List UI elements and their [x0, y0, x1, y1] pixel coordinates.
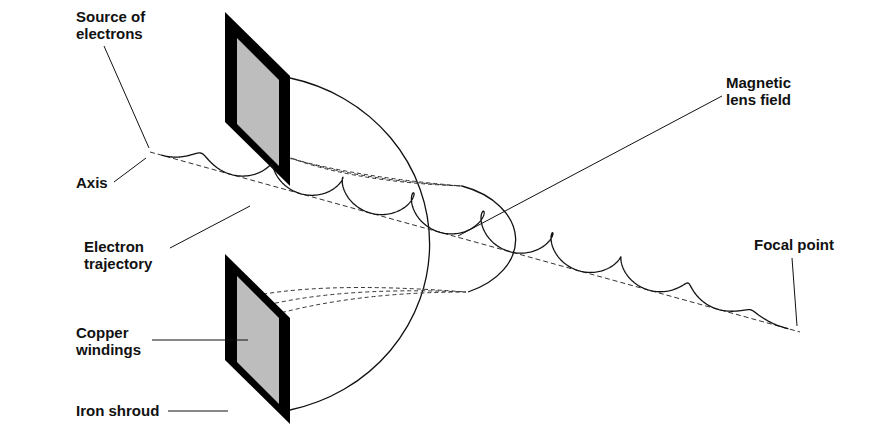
optical-axis [150, 152, 800, 332]
part-label: Source of electrons [76, 8, 166, 42]
lens-outer-circle [290, 78, 430, 410]
electron-trajectory [162, 153, 789, 329]
part-label: Electron trajectory [84, 238, 174, 272]
lower-pole-piece [225, 254, 290, 424]
leader-lines [104, 46, 797, 411]
part-label: Axis [76, 174, 108, 191]
upper-pole-piece [225, 12, 290, 186]
part-label: Magnetic lens field [726, 74, 821, 108]
part-label: Iron shroud [76, 402, 159, 419]
part-label: Focal point [754, 236, 834, 253]
lens-bore-circle [462, 186, 516, 292]
part-label: Copper windings [76, 324, 151, 358]
electron-path [162, 153, 789, 329]
